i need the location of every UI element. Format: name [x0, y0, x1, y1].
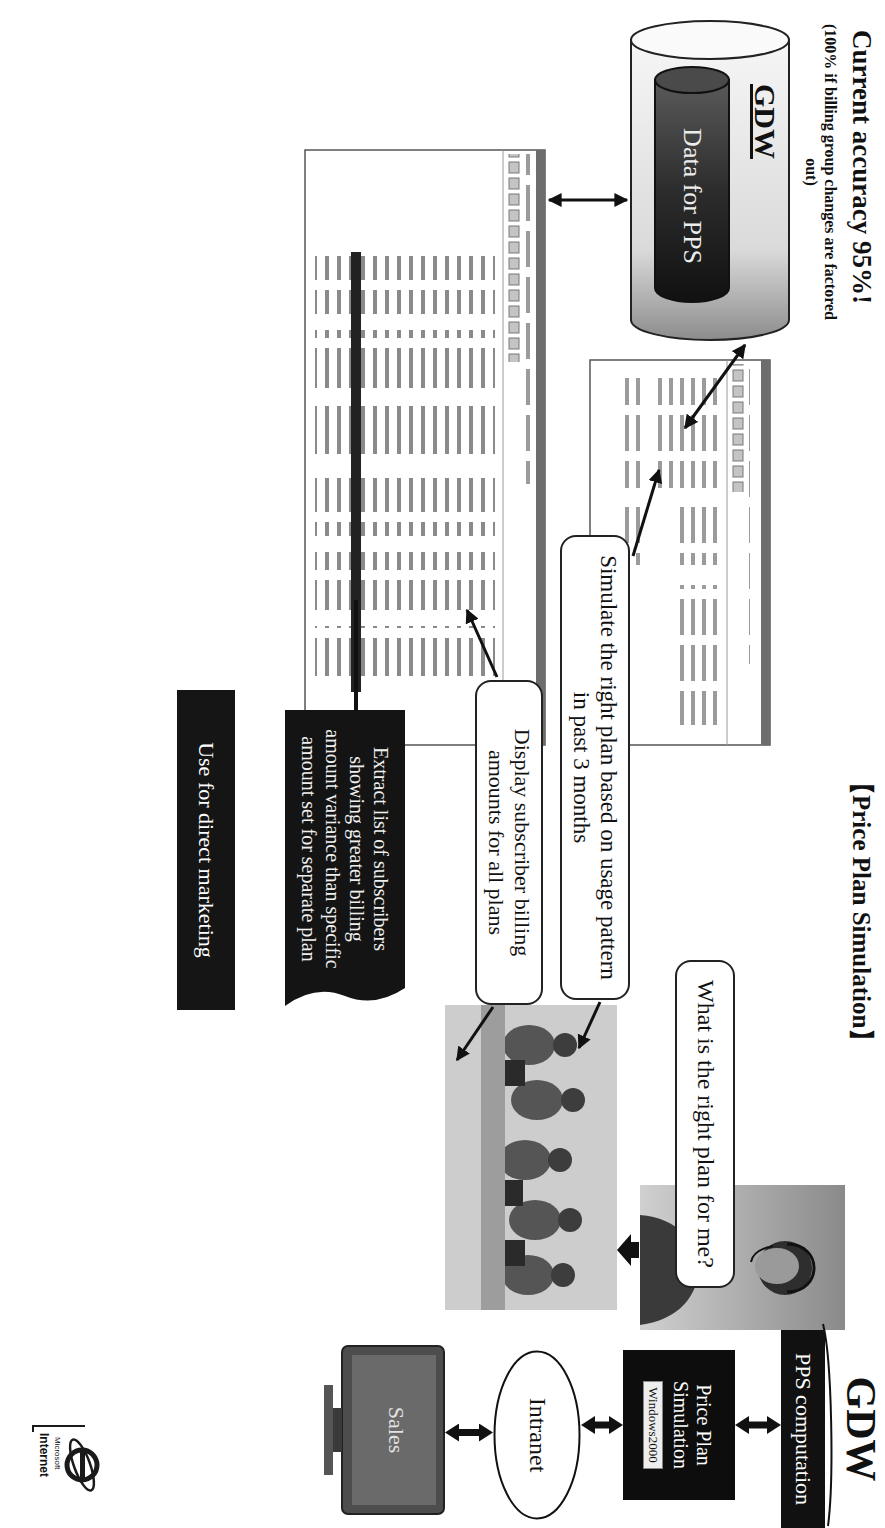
dark-banner: Extract list of subscribers showing grea…: [285, 710, 405, 1010]
window-frame: [305, 150, 545, 745]
table-column: [315, 478, 495, 536]
table-column: [315, 626, 495, 676]
cylinder-body: [655, 80, 729, 302]
monitor: [505, 1060, 525, 1086]
table-screenshot: [305, 150, 545, 745]
table-column: [315, 330, 495, 388]
operator-face: [755, 1248, 799, 1284]
monitor: [505, 1240, 525, 1266]
logo-text: Internet: [38, 1433, 50, 1477]
window-titlebar: [536, 150, 545, 745]
data-label: Data for PPS: [677, 128, 707, 264]
banner-shape: [285, 710, 405, 1006]
logo-text: Microsoft: [53, 1437, 61, 1469]
divider: [727, 360, 728, 745]
block-arrow: [617, 1234, 639, 1266]
text-block: [621, 378, 643, 488]
monitor-case: [342, 1346, 444, 1514]
process-band: PPS computation: [781, 1330, 825, 1528]
monitor-base: [324, 1385, 333, 1475]
cylinder-face: [631, 21, 789, 59]
data-arrow: [685, 345, 745, 428]
banner-text: Extract list of subscribers showing grea…: [297, 724, 393, 974]
data-arrow: [549, 199, 627, 202]
ellipse-outline: [495, 1352, 580, 1519]
link-arrow: [749, 1422, 767, 1429]
window-titlebar: [761, 360, 770, 745]
photo-ground: [640, 1185, 845, 1330]
head: [553, 1033, 577, 1057]
callout-text: What is the right plan for me?: [691, 980, 719, 1268]
accuracy-note: (100% if billing group changes are facto…: [802, 22, 840, 322]
callout-text: Display subscriber billing amounts for a…: [483, 694, 535, 991]
operator-photo: [640, 1185, 845, 1330]
head: [548, 1148, 572, 1172]
photo-ground: [445, 1005, 617, 1310]
logo-bracket: [33, 1426, 85, 1432]
dark-box: Use for direct marketing: [177, 690, 235, 1010]
pointer-arrow: [579, 1002, 600, 1048]
link-arrow: [459, 1429, 479, 1436]
server-box: Price Plan Simulation Windows2000: [623, 1350, 735, 1500]
text-block: [675, 585, 719, 725]
headset-mic: [751, 1246, 773, 1262]
pointer-arrow: [633, 470, 659, 556]
customer-photo: [445, 1005, 617, 1310]
person: [499, 1140, 551, 1180]
menu-bar: [524, 154, 532, 484]
table-column: [315, 256, 495, 314]
server-text: Price Plan Simulation: [669, 1356, 715, 1494]
monitor-stand: [333, 1408, 342, 1452]
band-text: PPS computation: [790, 1353, 815, 1505]
callout-text: Simulate the right plan based on usage p…: [568, 549, 622, 986]
network-ellipse: Intranet: [493, 1350, 581, 1520]
leader-line: [354, 600, 358, 710]
person: [503, 1025, 555, 1065]
cylinder-face: [655, 67, 729, 93]
logo-text: Microsoft: [53, 1437, 61, 1469]
box-text: Use for direct marketing: [193, 742, 219, 958]
monitor-screen: [352, 1355, 436, 1505]
logo-bar: [80, 1451, 85, 1480]
tool-bar: [507, 154, 521, 362]
terminal-text: Sales: [383, 1407, 408, 1453]
database-name: GDW: [837, 1330, 885, 1528]
table-column: [315, 404, 495, 462]
menu-bar: [749, 364, 757, 664]
link-arrow: [595, 1422, 609, 1429]
accuracy-heading: Current accuracy 95%!: [846, 12, 877, 322]
table-column: [315, 552, 495, 610]
head: [558, 1208, 582, 1232]
accuracy-note: (100% if billing group changes are facto…: [802, 22, 840, 322]
head: [561, 1088, 585, 1112]
data-cylinder: Data for PPS: [654, 66, 730, 302]
server-text: Windows2000: [643, 1381, 663, 1468]
pointer-arrow: [467, 610, 497, 677]
pointer-arrow: [457, 1007, 493, 1060]
desk: [481, 1005, 505, 1310]
diagram-title: 【Price Plan Simulation】: [846, 770, 875, 1053]
logo-swoosh: [65, 1437, 99, 1493]
head: [551, 1263, 575, 1287]
cylinder-body: [631, 40, 789, 340]
database-heading: GDW PPS computation: [781, 1320, 885, 1528]
question-callout: What is the right plan for me?: [675, 960, 735, 1288]
monitor: [505, 1180, 523, 1206]
title-box: 【Price Plan Simulation】: [846, 770, 875, 1053]
text-block: [675, 505, 719, 565]
divider: [503, 150, 504, 745]
browser-logo: [33, 1426, 99, 1493]
database-cylinder: GDW Data for PPS: [630, 20, 790, 340]
logo-text: Internet: [38, 1433, 50, 1477]
accuracy-heading: Current accuracy 95%!: [846, 12, 877, 322]
tool-bar: [731, 364, 745, 492]
database-name: GDW: [748, 84, 783, 340]
network-text: Intranet: [523, 1398, 551, 1473]
computer-terminal: Sales: [323, 1345, 445, 1515]
note-callout: Simulate the right plan based on usage p…: [560, 535, 630, 1000]
headset: [787, 1244, 814, 1292]
note-callout: Display subscriber billing amounts for a…: [475, 680, 543, 1005]
